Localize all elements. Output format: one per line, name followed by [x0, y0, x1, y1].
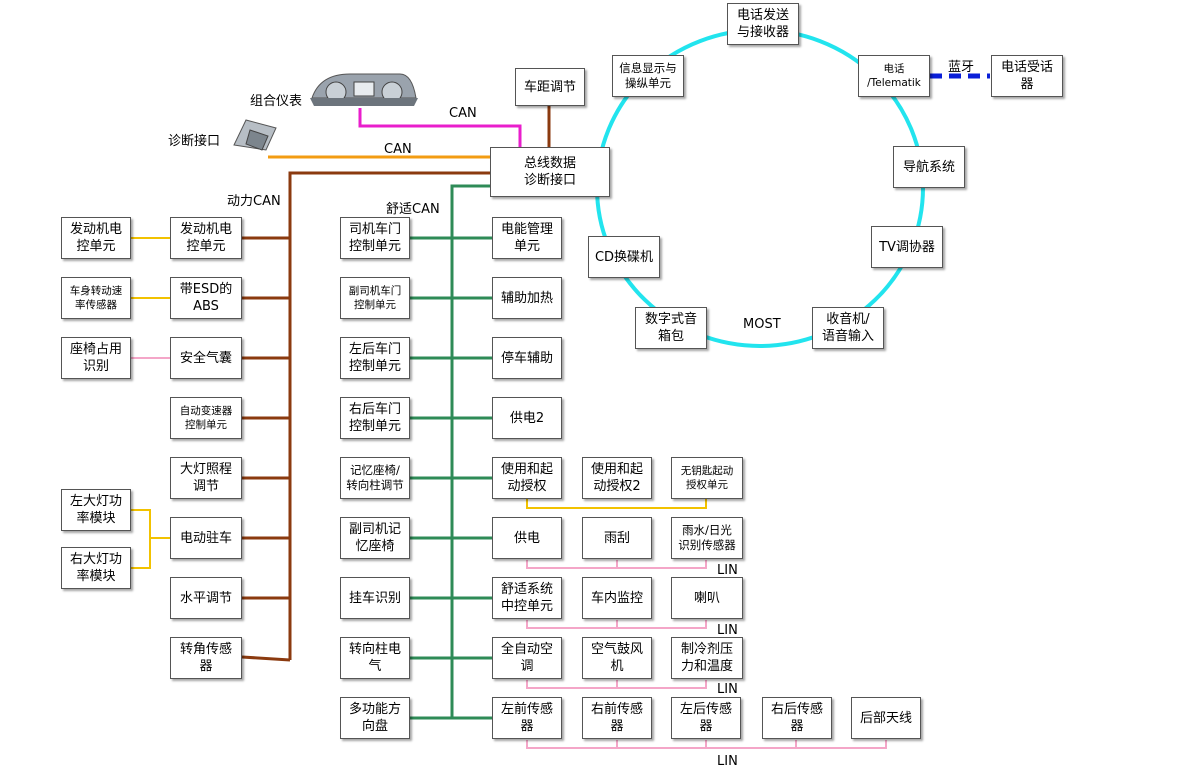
cf-front-right-sensor: 右前传感 器	[582, 697, 652, 739]
cf-power-management: 电能管理 单元	[492, 217, 562, 259]
can-cluster-label: CAN	[449, 106, 477, 121]
pt-headlight-range: 大灯照程 调节	[170, 457, 242, 499]
cf-trailer-detect: 挂车识别	[340, 577, 410, 619]
cluster-label: 组合仪表	[250, 94, 303, 109]
cf-front-left-sensor: 左前传感 器	[492, 697, 562, 739]
phone-handset: 电话受话 器	[991, 55, 1063, 97]
pt-abs-esd: 带ESD的 ABS	[170, 277, 242, 319]
auth-group-link	[526, 498, 707, 509]
cf-keyless-start-auth: 无钥匙起动 授权单元	[671, 457, 743, 499]
cf-passenger-door: 副司机车门 控制单元	[340, 277, 410, 319]
most-radio-voice: 收音机/ 语音输入	[812, 307, 884, 349]
lin-links	[526, 560, 887, 749]
pt-level-control: 水平调节	[170, 577, 242, 619]
cf-aux-heating: 辅助加热	[492, 277, 562, 319]
cf-steering-column-electric: 转向柱电 气	[340, 637, 410, 679]
diag-port-label: 诊断接口	[168, 134, 221, 149]
cf-passenger-memory-seat: 副司机记 忆座椅	[340, 517, 410, 559]
comfort-can-label: 舒适CAN	[386, 202, 440, 217]
cf-parking-aid: 停车辅助	[492, 337, 562, 379]
most-navigation: 导航系统	[893, 146, 965, 188]
pt-engine-ecu: 发动机电 控单元	[170, 217, 242, 259]
pt-electric-parking: 电动驻车	[170, 517, 242, 559]
cf-multifunction-wheel: 多功能方 向盘	[340, 697, 410, 739]
pt-sub-right-headlight-module: 右大灯功 率模块	[61, 547, 131, 589]
cf-access-start-auth: 使用和起 动授权	[492, 457, 562, 499]
distance-control-node: 车距调节	[515, 68, 585, 106]
gateway-node: 总线数据 诊断接口	[490, 147, 610, 197]
cf-access-start-auth-2: 使用和起 动授权2	[582, 457, 652, 499]
most-tv-tuner: TV调协器	[871, 226, 943, 268]
lin-label-4: LIN	[717, 754, 738, 769]
cf-rear-right-sensor: 右后传感 器	[762, 697, 832, 739]
cf-auto-ac: 全自动空 调	[492, 637, 562, 679]
cf-rear-left-sensor: 左后传感 器	[671, 697, 741, 739]
powertrain-can-bus	[241, 171, 492, 662]
instrument-cluster-icon	[310, 73, 418, 106]
lin-label-2: LIN	[717, 623, 738, 638]
cf-driver-door: 司机车门 控制单元	[340, 217, 410, 259]
cf-comfort-central: 舒适系统 中控单元	[492, 577, 562, 619]
most-label: MOST	[743, 317, 781, 332]
most-cd-changer: CD换碟机	[588, 236, 660, 278]
pt-steering-angle-sensor: 转角传感 器	[170, 637, 242, 679]
bluetooth-label: 蓝牙	[948, 60, 975, 75]
cf-left-rear-door: 左后车门 控制单元	[340, 337, 410, 379]
comfort-can-bus	[410, 184, 492, 720]
cf-wiper: 雨刮	[582, 517, 652, 559]
pt-airbag: 安全气囊	[170, 337, 242, 379]
cf-rear-antenna: 后部天线	[851, 697, 921, 739]
cf-interior-monitoring: 车内监控	[582, 577, 652, 619]
most-phone-transceiver: 电话发送 与接收器	[727, 3, 799, 45]
cluster-can-line	[358, 108, 522, 150]
cf-blower: 空气鼓风 机	[582, 637, 652, 679]
most-telematik: 电话 /Telematik	[858, 55, 930, 97]
pt-sub-seat-occupancy: 座椅占用 识别	[61, 337, 131, 379]
pt-sub-engine-ecu: 发动机电 控单元	[61, 217, 131, 259]
cf-power-supply: 供电	[492, 517, 562, 559]
most-info-display: 信息显示与 操纵单元	[612, 55, 684, 97]
pt-sub-left-headlight-module: 左大灯功 率模块	[61, 489, 131, 531]
can-diag-label: CAN	[384, 142, 412, 157]
cf-power-supply-2: 供电2	[492, 397, 562, 439]
diagnostic-port-icon	[233, 119, 277, 151]
cf-rain-light-sensor: 雨水/日光 识别传感器	[671, 517, 743, 559]
cf-horn: 喇叭	[671, 577, 743, 619]
powertrain-sub-links	[131, 237, 170, 569]
cf-right-rear-door: 右后车门 控制单元	[340, 397, 410, 439]
powertrain-can-label: 动力CAN	[227, 194, 281, 209]
most-digital-sound: 数字式音 箱包	[635, 307, 707, 349]
cf-memory-seat-column: 记忆座椅/ 转向柱调节	[340, 457, 410, 499]
cf-refrigerant-sensor: 制冷剂压 力和温度	[671, 637, 743, 679]
pt-sub-yaw-rate-sensor: 车身转动速 率传感器	[61, 277, 131, 319]
lin-label-1: LIN	[717, 563, 738, 578]
pt-transmission-ecu: 自动变速器 控制单元	[170, 397, 242, 439]
lin-label-3: LIN	[717, 682, 738, 697]
